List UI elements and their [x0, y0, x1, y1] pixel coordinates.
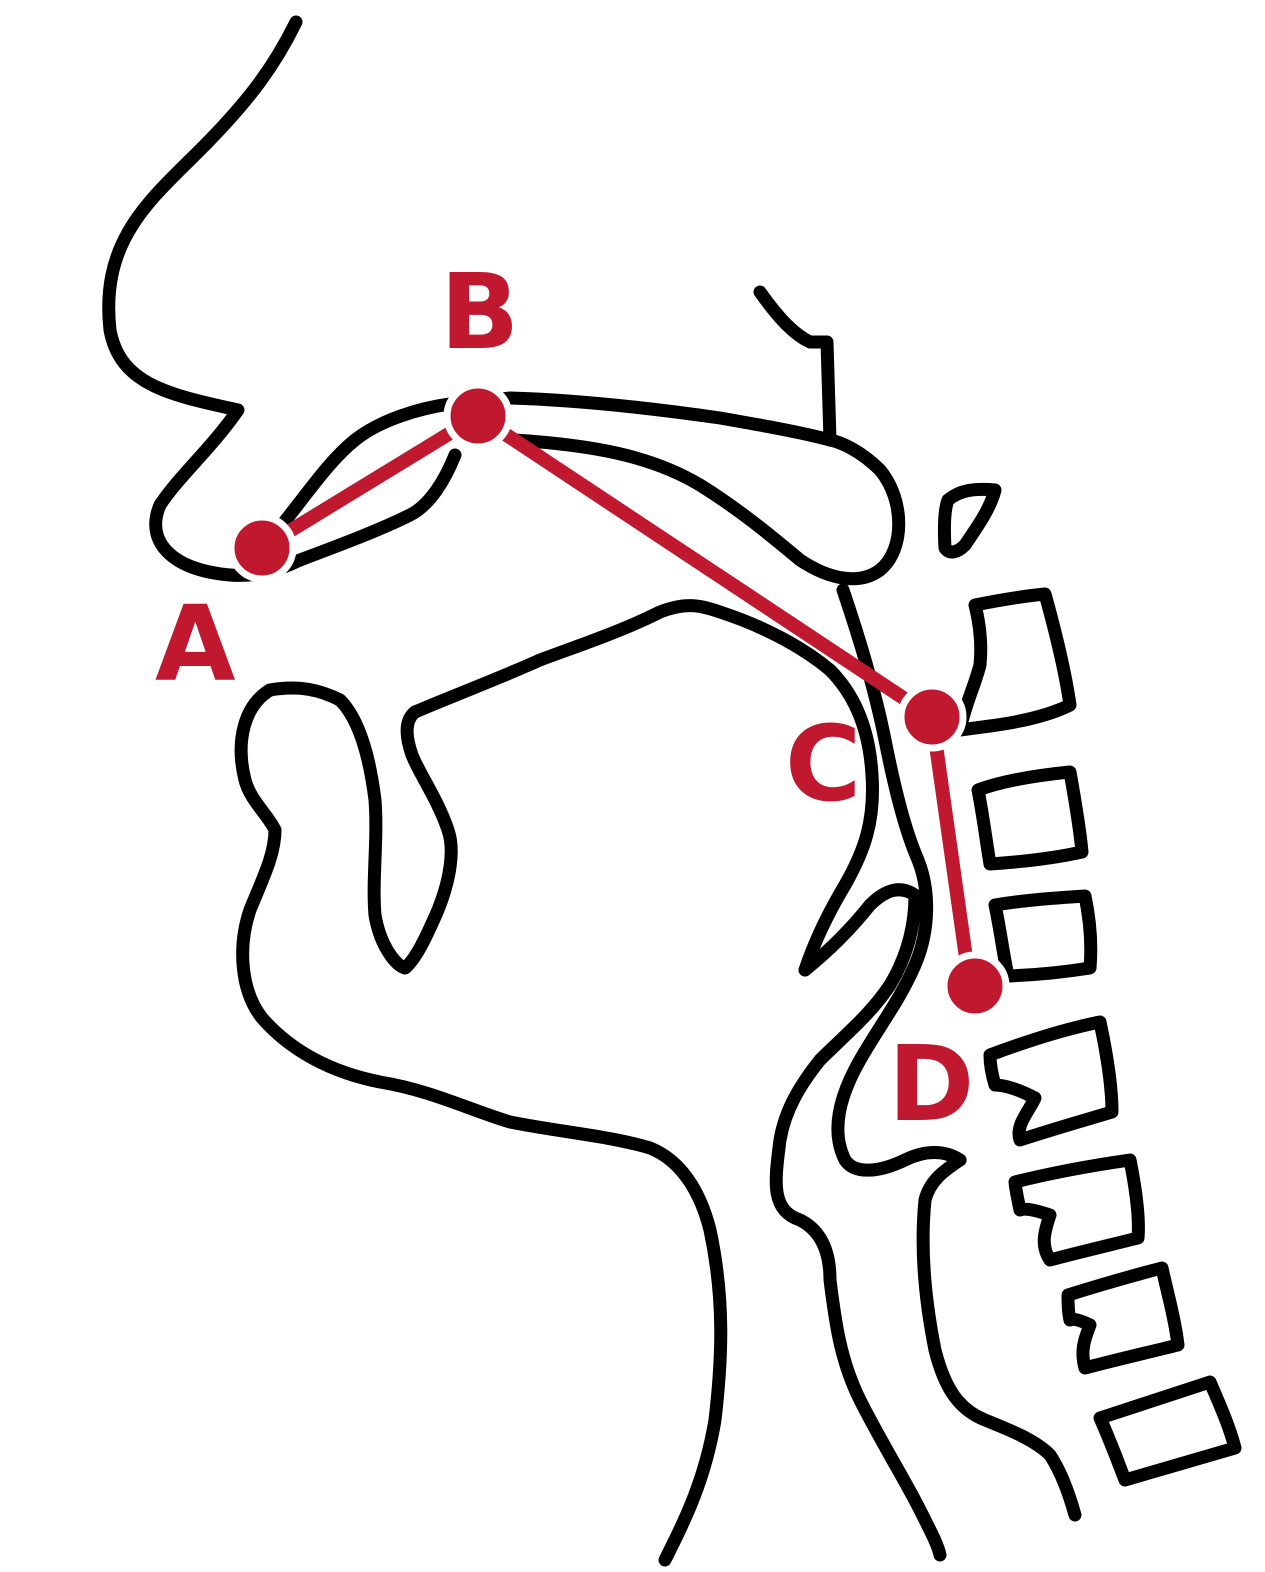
point-d-marker	[940, 951, 1010, 1021]
point-c-marker	[897, 682, 967, 752]
nose-profile-outline	[102, 15, 307, 582]
point-b-label: B	[440, 251, 520, 373]
point-a-marker	[227, 513, 297, 583]
point-c-label: C	[785, 703, 862, 825]
upper-lip-inner-outline	[263, 681, 458, 975]
epiglottis-outline	[769, 883, 947, 1562]
vertebra-c3-outline	[971, 765, 1089, 871]
vertebra-t1-outline	[1093, 1375, 1242, 1487]
vertebra-c6-outline	[1008, 1153, 1145, 1267]
vertebra-c4-outline	[988, 889, 1098, 983]
point-a-label: A	[155, 583, 236, 705]
vertebra-c5-outline	[983, 1015, 1119, 1147]
pharynx-posterior-wall	[831, 583, 967, 1177]
point-d-label: D	[888, 1023, 975, 1145]
vertebra-c2-outline	[953, 587, 1077, 737]
vertebra-c7-outline	[1061, 1261, 1185, 1375]
trachea-posterior-wall	[916, 1153, 1082, 1522]
airway-path-line	[255, 409, 977, 993]
vertebra-c1-outline	[937, 482, 1002, 559]
soft-palate-outline	[508, 433, 906, 586]
point-b-marker	[443, 381, 513, 451]
palate-upper-line	[503, 391, 837, 447]
lower-lip-outline	[234, 683, 728, 1567]
tongue-outline	[408, 599, 879, 977]
palate-lower-line	[293, 448, 462, 567]
skull-base-outline	[753, 285, 837, 447]
